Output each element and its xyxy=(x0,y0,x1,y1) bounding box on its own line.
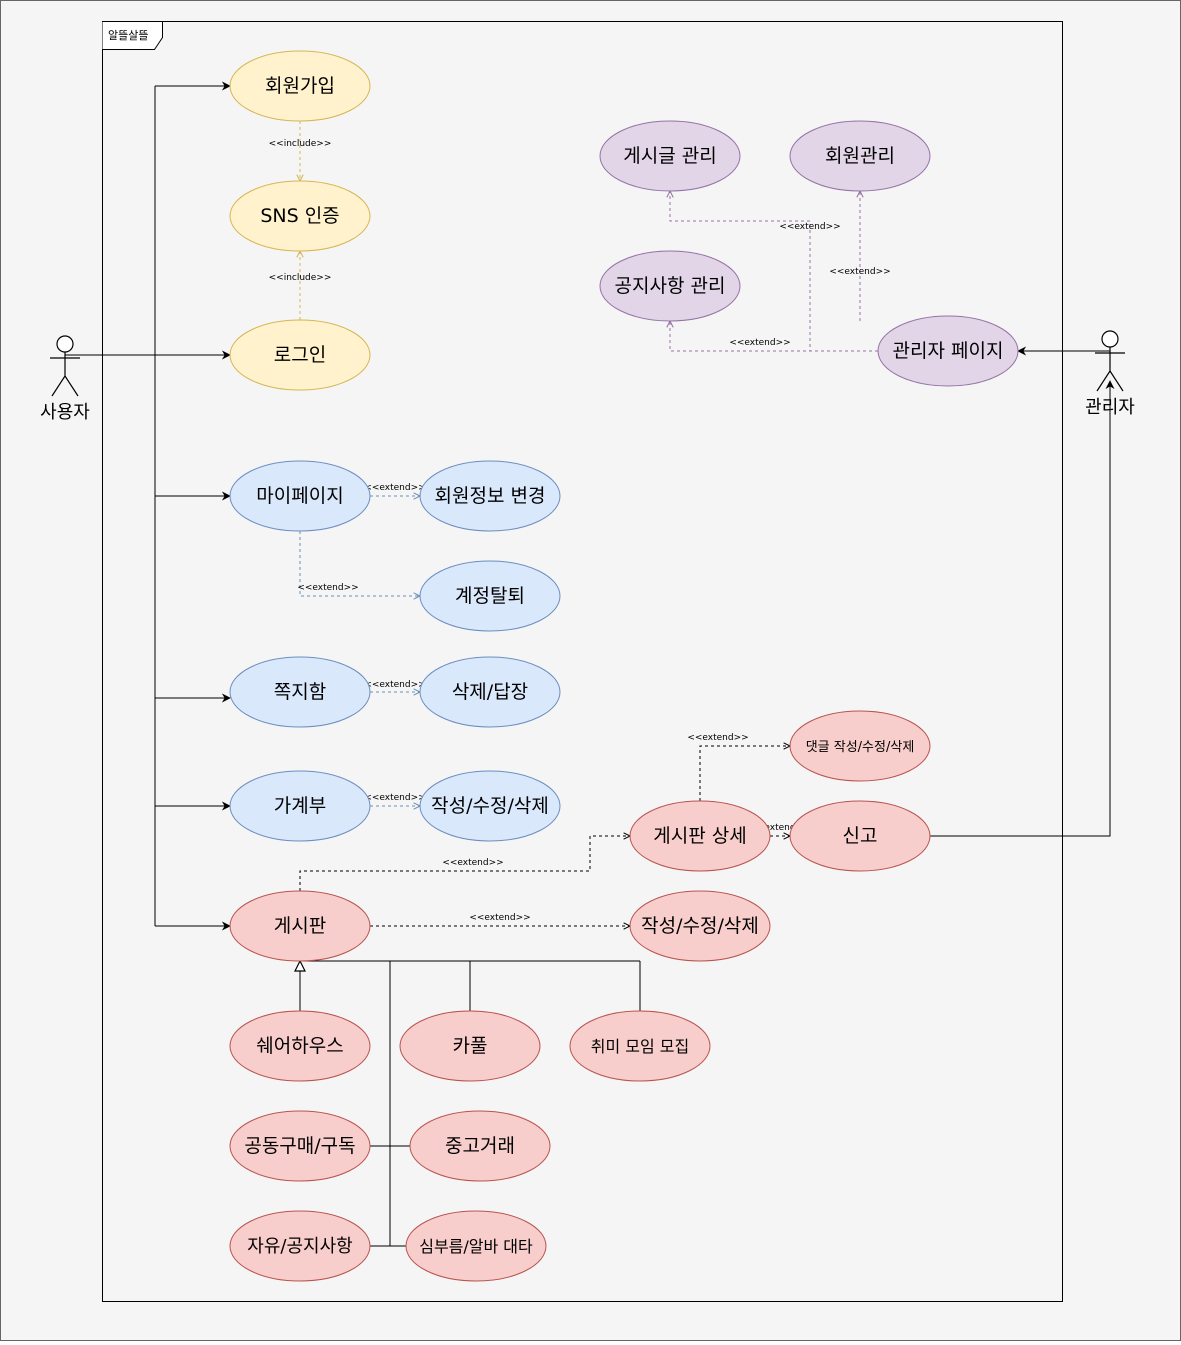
usecase-admin-page[interactable]: 관리자 페이지 xyxy=(877,315,1019,387)
usecase-post-manage[interactable]: 게시글 관리 xyxy=(599,120,741,192)
usecase-carpool-label: 카풀 xyxy=(453,1035,488,1057)
usecase-free-notice-label: 자유/공지사항 xyxy=(247,1236,352,1257)
usecase-report[interactable]: 신고 xyxy=(789,800,931,872)
usecase-msg-delete-reply-label: 삭제/답장 xyxy=(452,681,528,703)
usecase-ledger-crud-label: 작성/수정/삭제 xyxy=(431,795,549,817)
usecase-report-label: 신고 xyxy=(843,825,878,847)
usecase-board-crud-label: 작성/수정/삭제 xyxy=(641,915,759,937)
system-boundary-tab xyxy=(102,21,163,50)
extend-admin-post xyxy=(670,191,878,352)
actor-user-label: 사용자 xyxy=(40,402,90,423)
extend-detail-comment xyxy=(699,746,790,801)
usecase-mypage-label: 마이페이지 xyxy=(256,485,343,507)
label-extend-notice: <<extend>> xyxy=(729,338,790,348)
label-extend-comment: <<extend>> xyxy=(687,733,748,743)
usecase-mypage[interactable]: 마이페이지 xyxy=(229,460,371,532)
extend-admin-notice xyxy=(670,321,878,352)
usecase-free-notice[interactable]: 자유/공지사항 xyxy=(229,1210,371,1282)
usecase-notice-manage[interactable]: 공지사항 관리 xyxy=(599,250,741,322)
label-extend-post: <<extend>> xyxy=(779,222,840,232)
usecase-messagebox-label: 쪽지함 xyxy=(274,681,326,703)
label-extend-member: <<extend>> xyxy=(829,267,890,277)
usecase-ledger[interactable]: 가계부 xyxy=(229,770,371,842)
usecase-errand-label: 심부름/알바 대타 xyxy=(419,1237,533,1256)
usecase-sharehouse-label: 쉐어하우스 xyxy=(256,1035,343,1057)
usecase-groupbuy[interactable]: 공동구매/구독 xyxy=(229,1110,371,1182)
actor-admin-head xyxy=(1101,330,1119,348)
extend-mypage-delete xyxy=(299,531,420,596)
usecase-signup[interactable]: 회원가입 xyxy=(229,50,371,122)
label-extend-mypage-delete: <<extend>> xyxy=(297,583,358,593)
relation-labels: <<include>> <<include>> <<extend>> <<ext… xyxy=(269,139,891,923)
usecase-account-delete-label: 계정탈퇴 xyxy=(455,585,525,607)
usecase-admin-page-label: 관리자 페이지 xyxy=(893,340,1004,362)
usecase-used-trade-label: 중고거래 xyxy=(445,1135,515,1157)
usecase-member-edit[interactable]: 회원정보 변경 xyxy=(419,460,561,532)
usecase-ledger-label: 가계부 xyxy=(274,795,326,817)
usecase-comment-crud-label: 댓글 작성/수정/삭제 xyxy=(806,740,915,755)
usecase-comment-crud[interactable]: 댓글 작성/수정/삭제 xyxy=(789,710,931,782)
usecase-ledger-crud[interactable]: 작성/수정/삭제 xyxy=(419,770,561,842)
usecase-hobby-label: 취미 모임 모집 xyxy=(591,1037,690,1056)
usecase-login[interactable]: 로그인 xyxy=(229,319,371,391)
label-include-1: <<include>> xyxy=(269,139,332,149)
extend-board-detail xyxy=(299,836,630,891)
usecase-member-edit-label: 회원정보 변경 xyxy=(435,485,546,507)
actor-user[interactable] xyxy=(50,335,80,397)
usecase-board[interactable]: 게시판 xyxy=(229,890,371,962)
usecase-account-delete[interactable]: 계정탈퇴 xyxy=(419,560,561,632)
usecase-used-trade[interactable]: 중고거래 xyxy=(409,1110,551,1182)
usecase-msg-delete-reply[interactable]: 삭제/답장 xyxy=(419,656,561,728)
assoc-report-admin xyxy=(930,380,1115,837)
actor-user-head xyxy=(56,335,74,353)
usecase-board-crud[interactable]: 작성/수정/삭제 xyxy=(629,890,771,962)
label-extend-mypage-edit: <<extend>> xyxy=(364,483,425,493)
usecase-board-detail[interactable]: 게시판 상세 xyxy=(629,800,771,872)
connectors xyxy=(65,81,1115,1247)
label-extend-ledger: <<extend>> xyxy=(364,793,425,803)
usecase-carpool[interactable]: 카풀 xyxy=(399,1010,541,1082)
usecase-groupbuy-label: 공동구매/구독 xyxy=(244,1135,355,1157)
actor-admin[interactable] xyxy=(1095,330,1125,392)
system-boundary xyxy=(102,21,1063,1302)
usecase-sns-auth[interactable]: SNS 인증 xyxy=(229,180,371,252)
actor-admin-label: 관리자 xyxy=(1085,397,1135,418)
label-extend-report: <<extend>> xyxy=(749,823,810,833)
usecase-signup-label: 회원가입 xyxy=(265,75,335,97)
label-extend-detail: <<extend>> xyxy=(442,858,503,868)
usecase-board-label: 게시판 xyxy=(274,915,326,937)
usecase-board-detail-label: 게시판 상세 xyxy=(653,825,746,847)
usecase-errand[interactable]: 심부름/알바 대타 xyxy=(405,1210,547,1282)
usecase-sharehouse[interactable]: 쉐어하우스 xyxy=(229,1010,371,1082)
label-extend-messagebox: <<extend>> xyxy=(364,680,425,690)
usecase-notice-manage-label: 공지사항 관리 xyxy=(615,275,726,297)
label-include-2: <<include>> xyxy=(269,273,332,283)
usecase-login-label: 로그인 xyxy=(274,344,326,366)
usecase-messagebox[interactable]: 쪽지함 xyxy=(229,656,371,728)
label-extend-board-crud: <<extend>> xyxy=(469,913,530,923)
system-title: 알뜰살뜰 xyxy=(108,28,148,42)
usecase-member-manage-label: 회원관리 xyxy=(825,145,895,167)
usecase-post-manage-label: 게시글 관리 xyxy=(623,145,716,167)
usecase-member-manage[interactable]: 회원관리 xyxy=(789,120,931,192)
usecase-hobby[interactable]: 취미 모임 모집 xyxy=(569,1010,711,1082)
usecase-sns-auth-label: SNS 인증 xyxy=(260,205,339,227)
